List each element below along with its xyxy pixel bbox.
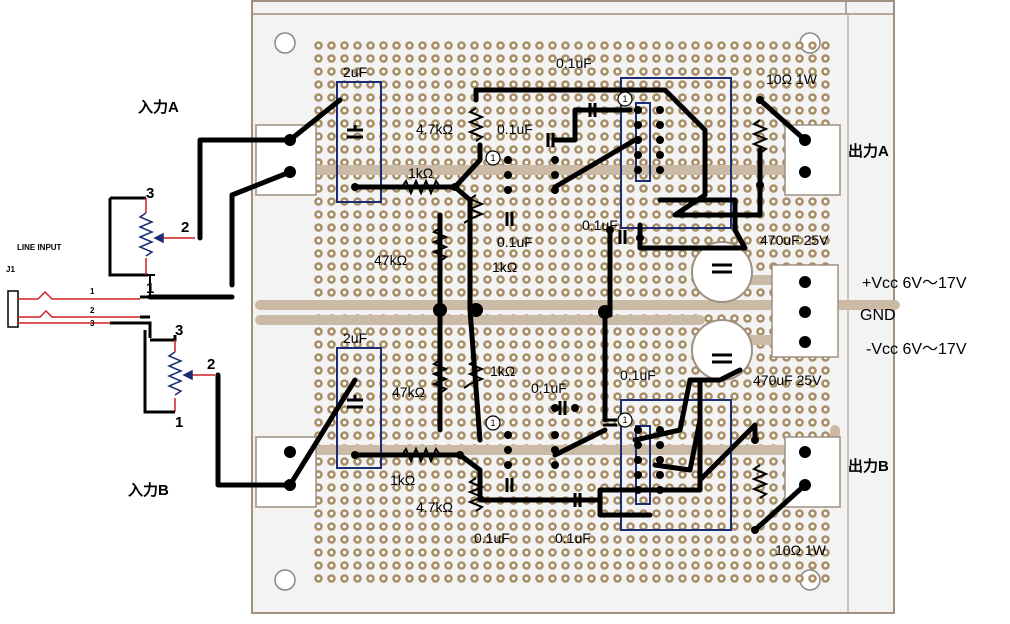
pin1-mark-text: 1 [622,415,627,425]
resistor-1k-b [401,446,441,464]
resistor-1k-vert-a [463,194,485,224]
jack-pin-label: 1 [90,287,95,296]
resistor-4.7k-a [467,107,485,142]
cap-0.1uf-label: 0.1uF [620,367,656,383]
gnd-label: GND [860,307,896,324]
res-4.7k-b-label: 4.7kΩ [416,499,453,515]
vcc-minus-label: -Vcc 6V～17V [866,341,967,358]
cap-0.1uf-label: 0.1uF [474,530,510,546]
res-1k-label: 1kΩ [492,259,517,275]
res-1k-label: 1kΩ [490,363,515,379]
input-schematic [7,196,232,414]
ic-b-outline [620,399,732,531]
pot-a-pin2: 2 [181,219,189,236]
capacitors [347,103,627,507]
electrolytic-cap-b [691,319,753,381]
pot-b-pin2: 2 [207,356,215,373]
output-a-label: 出力A [848,142,889,160]
cap-top-label: 0.1uF [556,55,592,71]
electrolytic-a-label: 470uF 25V [760,232,829,248]
cap-0.1uf-label: 0.1uF [497,121,533,137]
electrolytic-b-label: 470uF 25V [753,372,822,388]
mount-hole [274,569,296,591]
cap-0.1uf-label: 0.1uF [531,380,567,396]
mount-hole [274,32,296,54]
output-b-label: 出力B [848,457,889,475]
potentiometer-a [138,212,154,257]
res-1k-label: 1kΩ [408,165,433,181]
potentiometer-b [167,351,183,396]
solder-pads [284,96,811,534]
res-1k-label: 1kΩ [390,472,415,488]
cap-0.1uf-label: 0.1uF [555,530,591,546]
pin1-mark-text: 1 [490,418,495,428]
resistor-4.7k-b [467,477,485,512]
pin1-marker [485,150,501,166]
pin1-marker [617,91,633,107]
resistor-1k-a [401,178,441,196]
input-b-label: 入力B [128,481,169,499]
cap-2uf-b-label: 2uF [343,330,367,346]
cap-2uf-a-outline [336,81,382,203]
resistor-10ohm-a [751,119,769,154]
line-input-jack [7,290,19,328]
pot-a-pin3: 3 [146,185,154,202]
component-outlines [336,77,732,531]
pot-a-pin1: 1 [146,280,154,297]
resistor-47k-b [431,359,449,394]
pot-b-pin1: 1 [175,414,183,431]
pin1-mark-text: 1 [622,94,627,104]
res-10ohm-a-label: 10Ω 1W [766,71,818,87]
cap-2uf-a-label: 2uF [343,64,367,80]
res-47k-label: 47kΩ [374,252,407,268]
pot-b-pin3: 3 [175,322,183,339]
vcc-plus-label: +Vcc 6V～17V [862,275,967,292]
res-47k-label: 47kΩ [392,384,425,400]
res-10ohm-b-label: 10Ω 1W [775,542,827,558]
pin1-markers [485,91,633,431]
ic-a-outline [620,77,732,229]
cap-0.1uf-label: 0.1uF [582,217,618,233]
res-4.7k-a-label: 4.7kΩ [416,121,453,137]
resistors [401,107,769,512]
pin1-mark-text: 1 [490,153,495,163]
jack-pin-label: 2 [90,306,95,315]
jack-ref-label: J1 [6,265,15,274]
resistor-47k-a [431,227,449,262]
input-a-label: 入力A [138,98,179,116]
line-input-label: LINE INPUT [17,243,62,252]
cap-0.1uf-label: 0.1uF [497,234,533,250]
pin1-marker [485,415,501,431]
resistor-1k-vert-b [463,359,485,389]
jack-pin-label: 3 [90,319,95,328]
pin1-marker [617,412,633,428]
resistor-10ohm-b [751,464,769,499]
